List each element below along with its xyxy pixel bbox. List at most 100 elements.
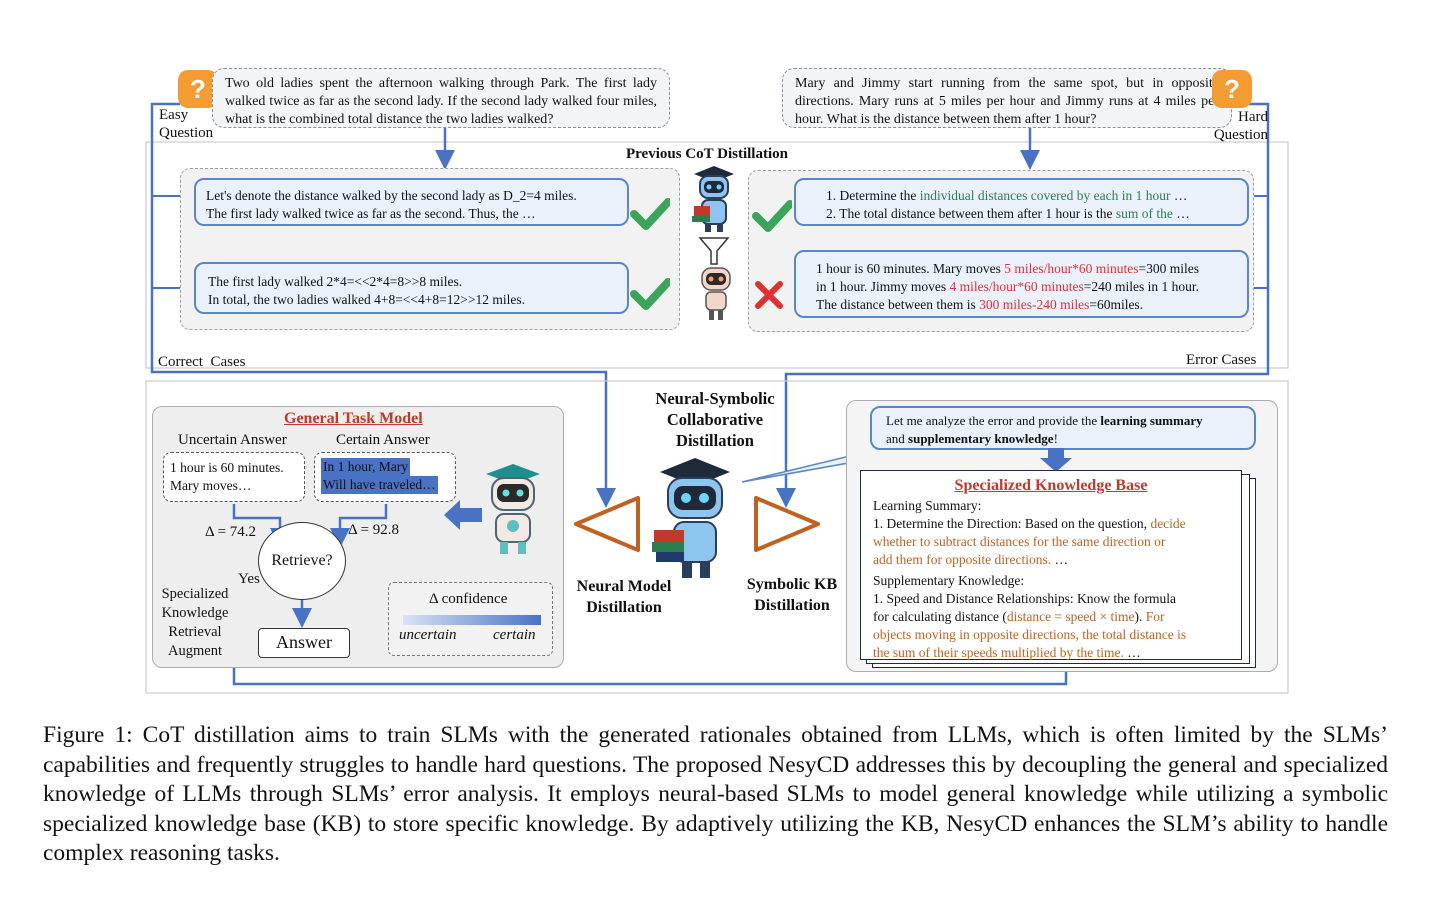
highlight-red: 300 miles-240 miles [979,297,1090,312]
correct-cases-label: Correct Cases [158,354,246,370]
hard-question-label: Hard Question [1206,108,1268,144]
easy-label-line1: Easy [159,107,189,123]
previous-cot-title: Previous CoT Distillation [626,146,788,162]
highlight-orange: decide [1150,516,1186,531]
text-span: 1 hour is 60 minutes. Mary moves [816,261,1005,276]
uncertain-line1: 1 hour is 60 minutes. [170,460,284,475]
error-case-bubble-2: 1 hour is 60 minutes. Mary moves 5 miles… [794,250,1249,318]
sk-line3: objects moving in opposite directions, t… [873,627,1187,642]
delta-uncertain: Δ = 74.2 [205,524,257,540]
center-title-line1: Neural-Symbolic [655,389,775,408]
retrieve-label: Retrieve? [271,552,333,569]
correct-case-bubble-1: Let's denote the distance walked by the … [194,178,629,226]
neural-model-distillation-label: Neural Model Distillation [566,576,682,618]
text-span: … [1051,552,1068,567]
symbolic-funnel-icon [754,496,820,552]
text-span: and [886,431,909,446]
error-case-bubble-1: 1. Determine the individual distances co… [794,178,1249,226]
correct-1-line2: The first lady walked twice as far as th… [206,206,536,221]
hard-question-bubble: Mary and Jimmy start running from the sa… [782,68,1232,128]
text-span: … [1123,645,1141,660]
highlight-red: 4 miles/hour*60 minutes [949,279,1084,294]
student-robot-icon [696,266,736,322]
symbolic-line1: Symbolic KB [746,576,838,593]
sk-line2: for calculating distance (distance = spe… [873,608,1229,626]
confidence-legend: Δ confidence uncertain certain [388,582,553,656]
highlight-orange: For [1145,609,1165,624]
ls-line3: add them for opposite directions. … [873,551,1229,569]
correct-2-line2: In total, the two ladies walked 4+8=<<4+… [208,292,525,307]
text-span: for calculating distance ( [873,609,1007,624]
left-arrow-icon [444,500,482,530]
legend-title: Δ confidence [429,591,508,607]
highlight-green: sum of the [1115,206,1173,221]
cross-icon [754,280,784,310]
retrieve-decision-node: Retrieve? [258,522,346,600]
correct-2-line1: The first lady walked 2*4=<<2*4=8>>8 mil… [208,274,463,289]
text-span: in 1 hour. Jimmy moves [816,279,950,294]
text-span: … [1170,188,1188,203]
error-2-line3: The distance between them is 300 miles-2… [816,296,1237,314]
text-span: 1. Determine the Direction: Based on the… [873,516,1151,531]
easy-question-bubble: Two old ladies spent the afternoon walki… [212,68,670,128]
text-span: 1. Determine the [826,188,920,203]
side-line3: Retrieval [168,624,222,640]
sk-line1: 1. Speed and Distance Relationships: Kno… [873,591,1176,606]
text-span: =300 miles [1138,261,1200,276]
highlight-red: 5 miles/hour*60 minutes [1004,261,1139,276]
text-span: Let me analyze the error and provide the [886,413,1101,428]
highlight-orange: distance = speed × time [1006,609,1135,624]
error-cases-label: Error Cases [1186,352,1257,368]
confidence-gradient-bar [403,615,541,625]
prompt-line2: and supplementary knowledge! [886,430,1240,448]
uncertain-line2: Mary moves… [170,478,252,493]
neural-line1: Neural Model [576,578,672,595]
text-span: =60miles. [1089,297,1144,312]
correct-case-bubble-2: The first lady walked 2*4=<<2*4=8>>8 mil… [194,262,629,314]
supplementary-knowledge-header: Supplementary Knowledge: [873,573,1025,588]
retrieval-augment-label: Specialized Knowledge Retrieval Augment [158,585,232,661]
teacher-robot-icon [650,456,740,580]
highlight-green: individual distances covered by each in … [919,188,1171,203]
neural-line2: Distillation [586,599,662,616]
specialized-knowledge-base-card: Specialized Knowledge Base Learning Summ… [860,470,1242,660]
easy-label-line2: Question [159,125,214,141]
correct-1-line1: Let's denote the distance walked by the … [206,188,577,203]
error-1-line1: 1. Determine the individual distances co… [826,187,1237,205]
easy-question-label: Easy Question [159,106,213,142]
answer-box: Answer [258,628,350,658]
error-1-line2: 2. The total distance between them after… [826,205,1237,223]
sk-line4: the sum of their speeds multiplied by th… [873,644,1229,662]
ls-line2: whether to subtract distances for the sa… [873,534,1166,549]
hard-question-icon: ? [1212,70,1252,108]
hard-question-text: Mary and Jimmy start running from the sa… [795,76,1219,127]
delta-certain: Δ = 92.8 [348,522,400,538]
error-2-line2: in 1 hour. Jimmy moves 4 miles/hour*60 m… [816,278,1237,296]
error-analysis-prompt-bubble: Let me analyze the error and provide the… [870,406,1256,450]
symbolic-kb-distillation-label: Symbolic KB Distillation [736,574,848,616]
check-icon [630,194,672,234]
hard-label-line2: Question [1213,127,1268,143]
text-span: ! [1053,431,1058,446]
side-line1: Specialized [161,586,229,602]
certain-answer-box: In 1 hour, Mary Will have traveled… [314,452,456,502]
down-arrow-icon [1040,448,1072,472]
side-line4: Augment [168,643,222,659]
center-title-line2: Collaborative [666,410,764,429]
highlight-orange: add them for opposite directions. [873,552,1052,567]
learning-summary-header: Learning Summary: [873,498,982,513]
text-span-bold: supplementary knowledge [908,431,1054,446]
text-span-bold: learning summary [1100,413,1203,428]
text-span: The distance between them is [816,297,980,312]
figure-caption: Figure 1: CoT distillation aims to train… [43,722,1388,866]
legend-certain: certain [493,627,536,643]
teacher-robot-icon [688,164,740,234]
easy-question-icon: ? [178,70,218,108]
neural-funnel-icon [574,496,640,552]
error-2-line1: 1 hour is 60 minutes. Mary moves 5 miles… [816,260,1237,278]
ls-line1: 1. Determine the Direction: Based on the… [873,515,1229,533]
certain-line2: Will have traveled… [321,476,438,494]
answer-label: Answer [276,632,332,652]
side-line2: Knowledge [161,605,229,621]
certain-answer-title: Certain Answer [336,432,430,448]
